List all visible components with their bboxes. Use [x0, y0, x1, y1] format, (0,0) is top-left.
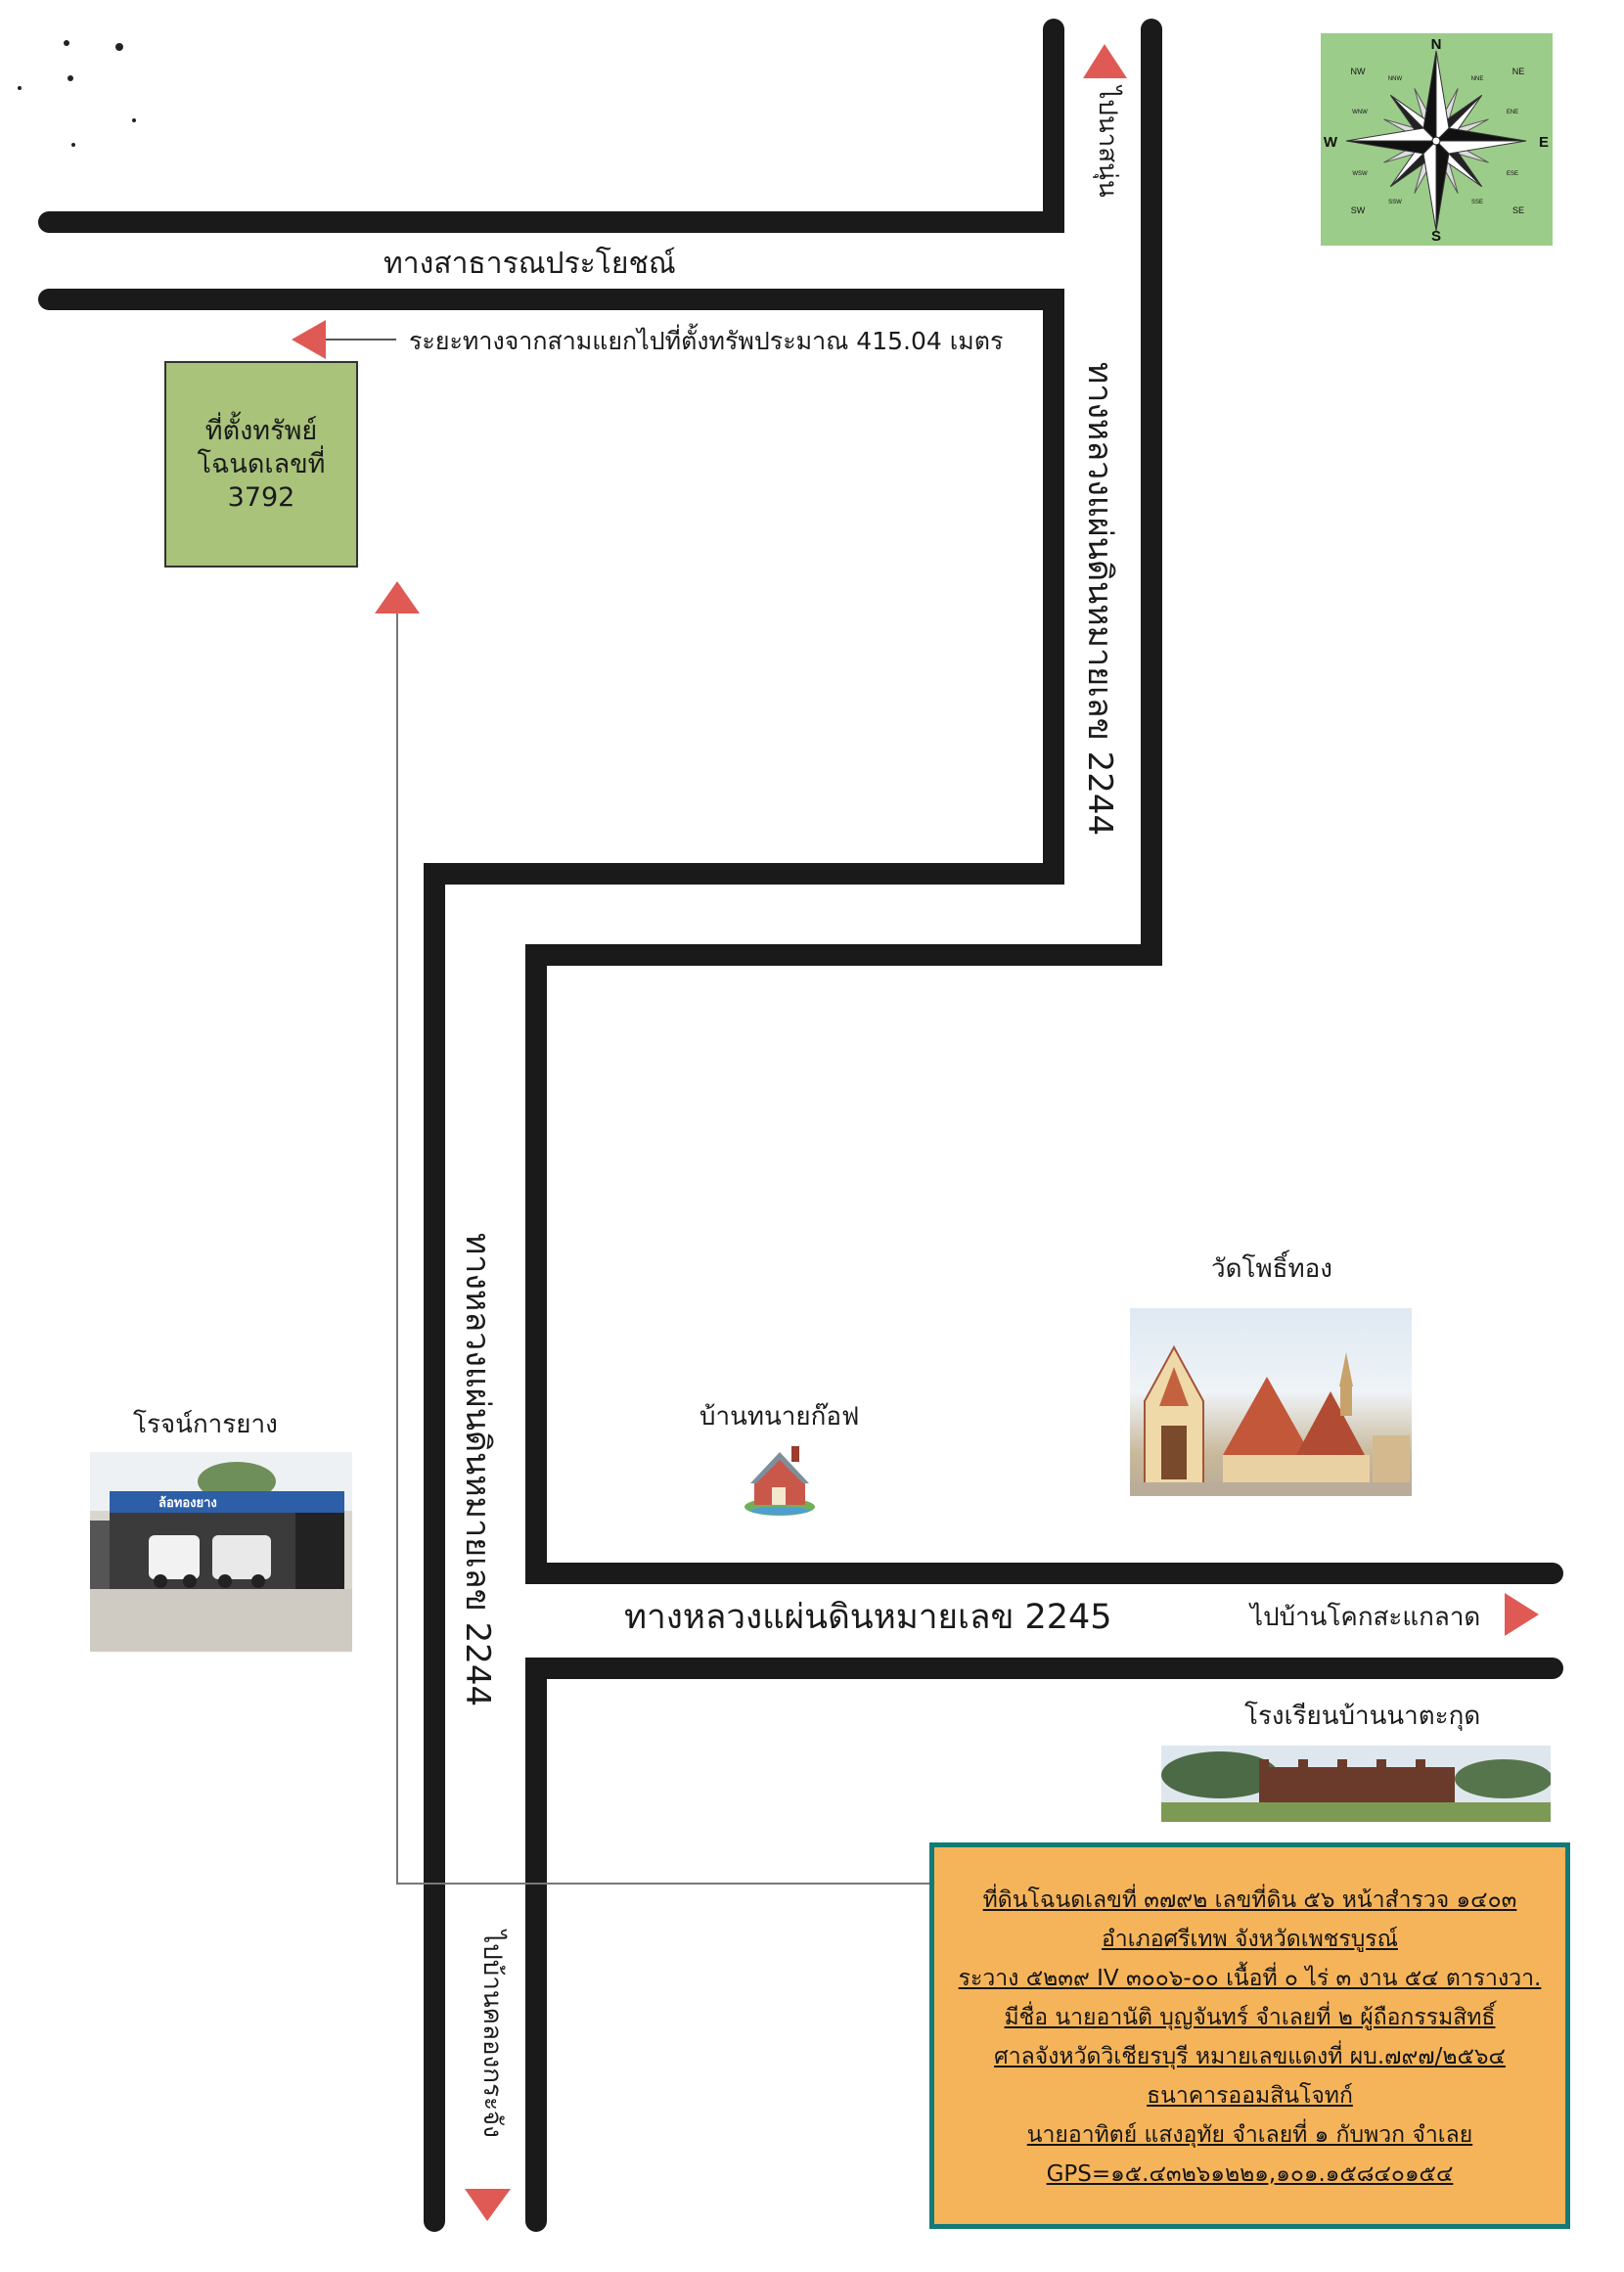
- compass-ese: ESE: [1507, 171, 1518, 177]
- label-to-ban-khok-sakae-lat: ไปบ้านโคกสะแกลาด: [1250, 1603, 1481, 1632]
- compass-rose: N S E W NE NW SE SW NNE NNW ENE WNW ESE …: [1321, 33, 1553, 246]
- shop-sign-text: ล้อทองยาง: [158, 1495, 217, 1510]
- property-parcel: ที่ตั้งทรัพย์ โฉนดเลขที่ 3792: [164, 361, 358, 568]
- info-line-defendant: นายอาทิตย์ แสงอุทัย จำเลยที่ ๑ กับพวก จำ…: [1026, 2122, 1473, 2148]
- compass-n: N: [1431, 36, 1442, 53]
- info-line-plaintiff: ธนาคารออมสินโจทก์: [1147, 2083, 1353, 2109]
- compass-w: W: [1324, 134, 1338, 151]
- label-ban-golf: บ้านทนายก๊อฟ: [699, 1402, 860, 1431]
- label-public-road: ทางสาธารณประโยชณ์: [383, 247, 676, 281]
- arrow-right-khok-sakae-lat: [1505, 1593, 1539, 1636]
- compass-wnw: WNW: [1352, 110, 1368, 115]
- label-highway-2244-right: ทางหลวงแผ่นดินหมายเลข 2244: [1080, 361, 1119, 837]
- arrow-down-khlong-krachang: [465, 2189, 511, 2221]
- label-rojn-tire: โรจน์การยาง: [133, 1410, 278, 1439]
- info-line-deed: ที่ดินโฉนดเลขที่ ๓๗๙๒ เลขที่ดิน ๕๖ หน้าส…: [982, 1887, 1517, 1913]
- info-box: ที่ดินโฉนดเลขที่ ๓๗๙๒ เลขที่ดิน ๕๖ หน้าส…: [929, 1842, 1570, 2229]
- label-highway-2244-left: ทางหลวงแผ่นดินหมายเลข 2244: [458, 1232, 497, 1707]
- arrow-up-parcel: [375, 581, 420, 613]
- compass-ene: ENE: [1507, 110, 1518, 115]
- road-2244-east-edge: [525, 19, 1563, 1584]
- info-line-area: ระวาง ๕๒๓๙ IV ๓๐๐๖-๐๐ เนื้อที่ ๐ ไร่ ๓ ง…: [958, 1966, 1542, 1991]
- arrow-up-na-sanun: [1083, 44, 1127, 78]
- temple-photo: [1130, 1308, 1412, 1496]
- tire-shop-icon: ล้อทองยาง: [90, 1452, 352, 1652]
- compass-se: SE: [1512, 205, 1524, 215]
- arrow-left-distance: [292, 320, 326, 359]
- road-public-top-edge: [38, 19, 1064, 233]
- compass-nw: NW: [1351, 67, 1366, 76]
- compass-sw: SW: [1351, 205, 1366, 215]
- compass-sse: SSE: [1471, 200, 1483, 205]
- compass-s: S: [1431, 228, 1441, 245]
- label-to-ban-khlong-krachang: ไปบ้านคลองกระจัง: [477, 1931, 507, 2138]
- info-line-court: ศาลจังหวัดวิเชียรบุรี หมายเลขแดงที่ ผบ.๗…: [994, 2044, 1506, 2069]
- school-photo: [1161, 1746, 1551, 1822]
- compass-e: E: [1539, 134, 1549, 151]
- parcel-deed-number: 3792: [227, 481, 295, 513]
- label-highway-2245: ทางหลวงแผ่นดินหมายเลข 2245: [624, 1598, 1112, 1637]
- label-distance-note: ระยะทางจากสามแยกไปที่ตั้งทรัพประมาณ 415.…: [409, 327, 1004, 355]
- tire-shop-photo: ล้อทองยาง: [90, 1452, 352, 1652]
- road-network: [38, 19, 1563, 2232]
- scan-specks: [18, 40, 136, 147]
- parcel-connector: [396, 613, 929, 1885]
- compass-icon: N S E W NE NW SE SW NNE NNW ENE WNW ESE …: [1324, 36, 1549, 245]
- house-icon: [741, 1438, 819, 1517]
- label-to-na-sanun: ไปนาสนุ่น: [1093, 86, 1122, 198]
- parcel-title: ที่ตั้งทรัพย์: [204, 415, 318, 446]
- road-2245-south-edge: [525, 1658, 1563, 2232]
- info-line-gps: GPS=๑๕.๔๓๒๖๑๒๒๑,๑๐๑.๑๕๘๔๐๑๕๔: [1046, 2161, 1454, 2187]
- info-line-owner: มีชื่อ นายอานัติ บุญจันทร์ จำเลยที่ ๒ ผู…: [1004, 2005, 1496, 2030]
- temple-icon: [1130, 1344, 1412, 1496]
- road-public-bottom-edge: [38, 289, 1064, 2232]
- compass-nnw: NNW: [1388, 76, 1403, 82]
- compass-ssw: SSW: [1388, 200, 1402, 205]
- school-icon: [1161, 1751, 1551, 1822]
- compass-ne: NE: [1512, 67, 1525, 76]
- parcel-deed-label: โฉนดเลขที่: [197, 448, 326, 479]
- info-line-district: อำเภอศรีเทพ จังหวัดเพชรบูรณ์: [1101, 1927, 1398, 1952]
- label-school: โรงเรียนบ้านนาตะกุด: [1244, 1702, 1481, 1731]
- compass-wsw: WSW: [1352, 171, 1368, 177]
- label-wat-pho-thong: วัดโพธิ์ทอง: [1211, 1254, 1332, 1284]
- compass-nne: NNE: [1471, 76, 1484, 82]
- direction-arrows: [292, 44, 1539, 2221]
